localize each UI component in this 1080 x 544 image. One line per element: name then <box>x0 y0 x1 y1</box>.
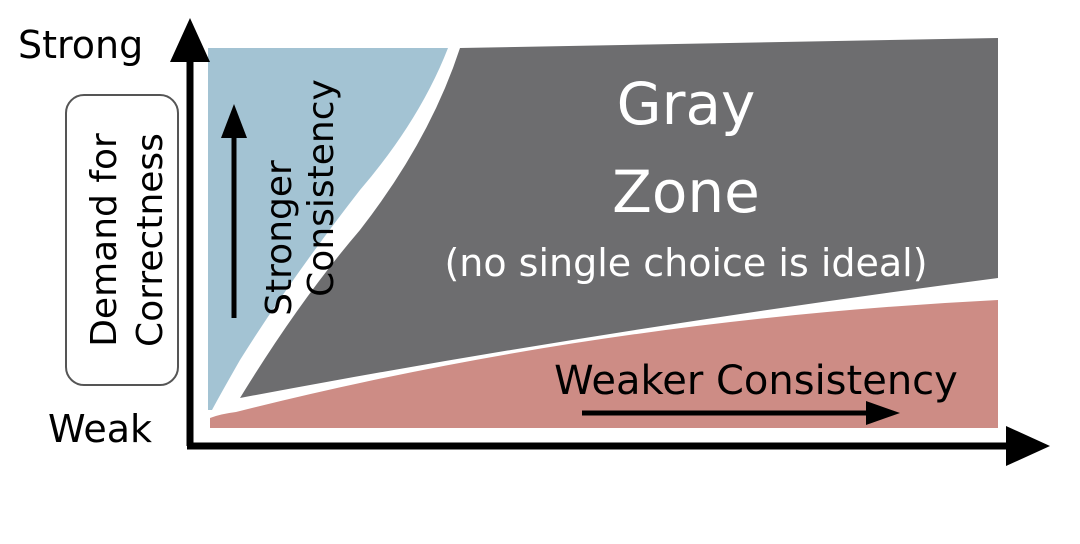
stronger-label-line2: Consistency <box>301 79 342 297</box>
stronger-label-line1: Stronger <box>259 160 300 316</box>
weaker-consistency-label: Weaker Consistency <box>554 358 958 404</box>
gray-zone-title-line2: Zone <box>612 158 760 226</box>
y-axis-title-line1: Demand for <box>84 133 125 347</box>
gray-zone-subtitle: (no single choice is ideal) <box>444 241 927 285</box>
y-axis-title-box <box>65 94 179 386</box>
y-axis-strong-label: Strong <box>18 23 143 67</box>
gray-zone-title-line1: Gray <box>617 70 756 138</box>
stronger-arrow-head <box>221 104 247 138</box>
y-axis-arrowhead <box>170 18 210 62</box>
y-axis-title: Demand for Correctness <box>84 133 171 347</box>
gray-zone-region <box>240 38 998 398</box>
x-axis-arrowhead <box>1006 426 1050 466</box>
y-axis-weak-label: Weak <box>48 407 152 451</box>
stronger-consistency-region <box>208 48 448 410</box>
y-axis-title-line2: Correctness <box>130 133 171 347</box>
stronger-consistency-label: Stronger Consistency <box>259 79 342 316</box>
weaker-consistency-region <box>210 300 998 428</box>
weaker-arrow-head <box>866 401 900 425</box>
